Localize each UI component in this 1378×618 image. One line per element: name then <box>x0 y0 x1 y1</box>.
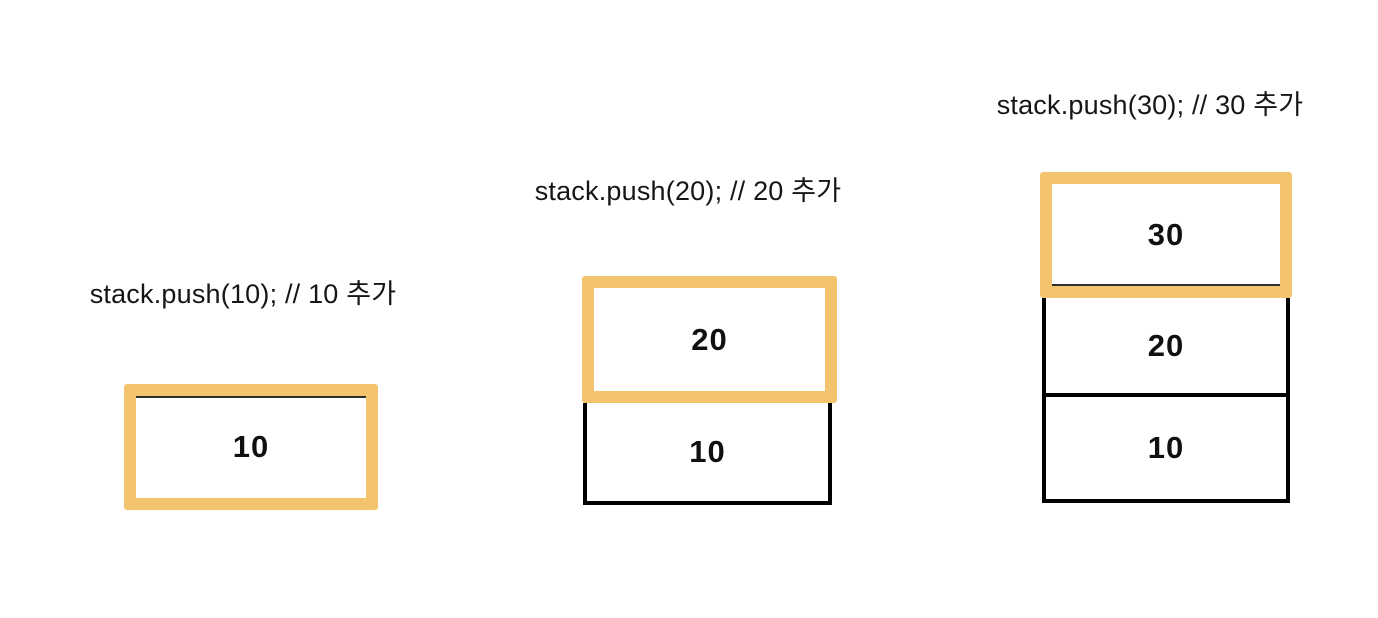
stage2-cell-bottom: 10 <box>583 403 832 505</box>
stage3-bottom-cell-value: 10 <box>1147 430 1185 465</box>
stage2-top-cell-value: 20 <box>691 321 728 357</box>
stage3-top-cell-value: 30 <box>1147 217 1185 252</box>
stage3-middle-cell-value: 20 <box>1147 327 1185 363</box>
stage1-cell-top-line <box>136 396 366 398</box>
stage2-bottom-cell-value: 10 <box>689 434 726 469</box>
stage3-cell-middle: 20 <box>1042 298 1290 397</box>
stage1-code-label: stack.push(10); // 10 추가 <box>89 279 397 309</box>
stage3-cell-bottom-line <box>1052 284 1280 286</box>
stage1-cell-highlighted: 10 <box>124 384 378 510</box>
stage1-cell-value: 10 <box>232 429 270 464</box>
stage2-code-label: stack.push(20); // 20 추가 <box>534 176 842 206</box>
stage2-cell-highlighted: 20 <box>582 276 837 403</box>
stage3-cell-bottom: 10 <box>1042 397 1290 503</box>
stage3-code-label: stack.push(30); // 30 추가 <box>996 90 1304 120</box>
stage3-cell-highlighted: 30 <box>1040 172 1292 298</box>
